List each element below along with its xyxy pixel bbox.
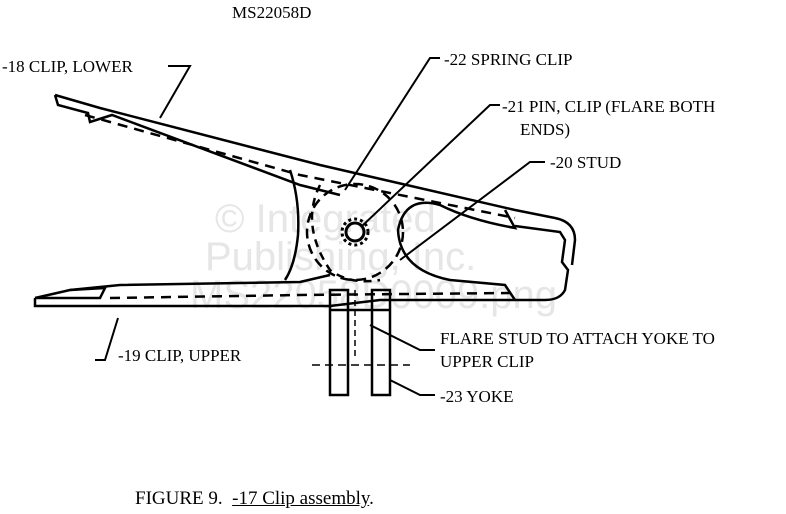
- caption-suffix: .: [369, 488, 374, 509]
- drawing-title: MS22058D: [232, 3, 312, 22]
- label-spring-clip: -22 SPRING CLIP: [444, 50, 573, 69]
- label-clip-upper: -19 CLIP, UPPER: [118, 346, 242, 365]
- lower-clip-arm: [53, 93, 577, 266]
- label-yoke: -23 YOKE: [440, 387, 514, 406]
- pin: [344, 221, 366, 243]
- yoke: [328, 288, 350, 397]
- watermark-line-2: Publishing, Inc.: [205, 235, 477, 279]
- label-stud: -20 STUD: [550, 153, 622, 172]
- label-pin-clip-2: ENDS): [520, 120, 571, 139]
- caption-prefix: FIGURE 9.: [135, 488, 233, 509]
- label-flare-stud-2: UPPER CLIP: [440, 352, 534, 371]
- label-flare-stud-1: FLARE STUD TO ATTACH YOKE TO: [440, 329, 715, 348]
- caption-link[interactable]: -17 Clip assembly: [232, 488, 370, 509]
- figure-caption: FIGURE 9. -17 Clip assembly.: [135, 488, 374, 509]
- label-pin-clip-1: -21 PIN, CLIP (FLARE BOTH: [502, 97, 716, 116]
- label-clip-lower: -18 CLIP, LOWER: [2, 57, 133, 76]
- spring-clip: [305, 182, 405, 282]
